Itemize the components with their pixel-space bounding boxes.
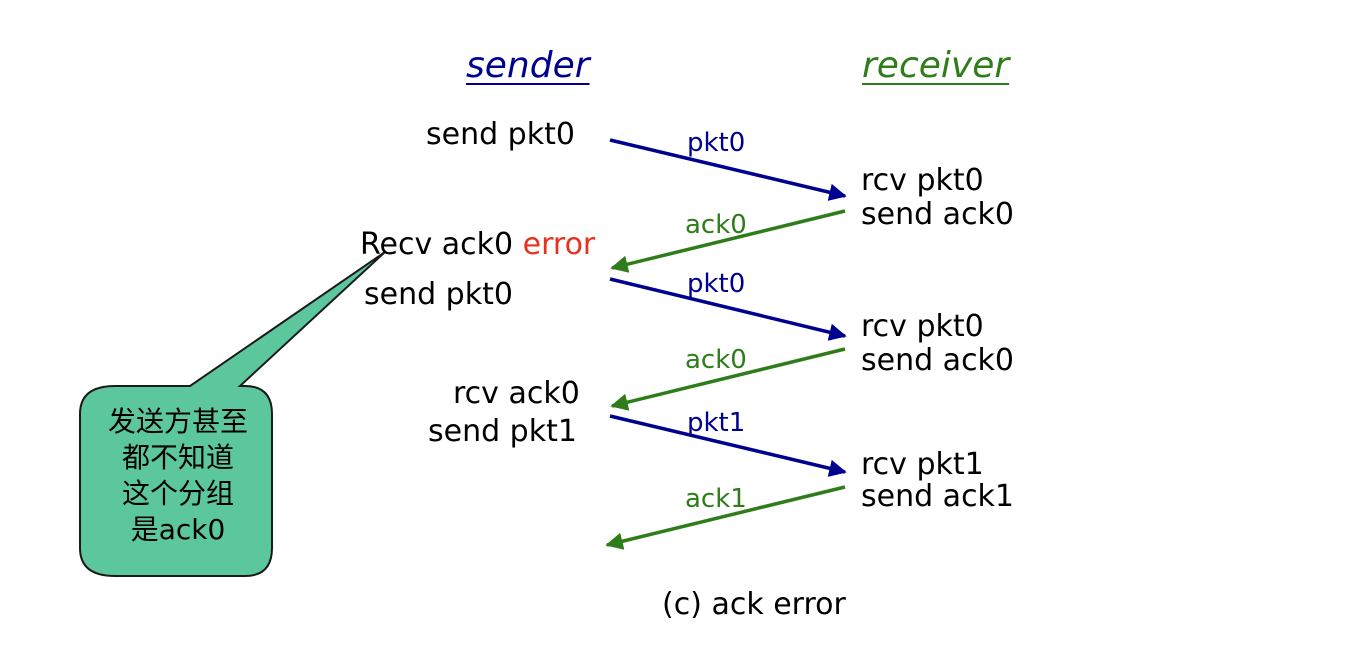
arrow-pkt1 — [609, 414, 847, 477]
error-label: error — [522, 227, 596, 262]
receiver-event-send-ack0-1: send ack0 — [861, 197, 1015, 232]
message-label-ack1: ack1 — [685, 484, 747, 514]
sender-event-send-pkt0: send pkt0 — [426, 117, 575, 152]
receiver-event-send-ack0-2: send ack0 — [861, 343, 1015, 378]
recv-ack0-label: Recv ack0 — [360, 227, 514, 262]
figure-caption: (c) ack error — [662, 587, 846, 622]
receiver-header: receiver — [862, 45, 1010, 86]
callout-text: 发送方甚至 都不知道 这个分组 是ack0 — [107, 405, 248, 546]
message-label-pkt1: pkt1 — [687, 408, 746, 438]
arrow-ack0-2 — [610, 347, 846, 411]
arrow-pkt0-1 — [609, 138, 847, 201]
arrow-pkt0-2 — [609, 277, 847, 341]
message-label-ack0-1: ack0 — [685, 210, 747, 240]
sender-event-send-pkt1: send pkt1 — [428, 414, 577, 449]
message-label-ack0-2: ack0 — [685, 345, 747, 375]
message-label-pkt0-2: pkt0 — [687, 269, 746, 299]
sender-event-resend-pkt0: send pkt0 — [364, 277, 513, 312]
arrow-ack0-1 — [610, 209, 846, 273]
receiver-event-rcv-pkt0-1: rcv pkt0 — [861, 163, 984, 198]
receiver-event-send-ack1: send ack1 — [861, 479, 1015, 514]
arrow-ack1 — [605, 485, 846, 550]
sender-event-recv-ack0: Recv ack0 error — [360, 230, 595, 260]
callout-bubble — [79, 251, 386, 577]
message-label-pkt0-1: pkt0 — [687, 128, 746, 158]
receiver-event-rcv-pkt0-2: rcv pkt0 — [861, 309, 984, 344]
sender-header: sender — [466, 45, 590, 86]
receiver-event-rcv-pkt1: rcv pkt1 — [861, 447, 984, 482]
sender-event-rcv-ack0: rcv ack0 — [453, 376, 580, 411]
